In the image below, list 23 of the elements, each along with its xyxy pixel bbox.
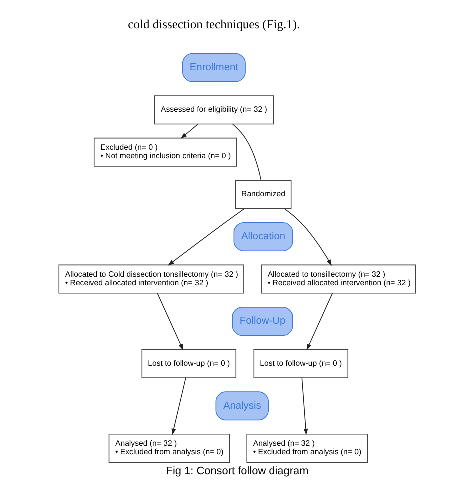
arrow — [171, 378, 186, 436]
caption: Fig 1: Consort follow diagram — [166, 465, 308, 478]
node-box: Analysed (n= 32 ) • Excluded from analysis (n= 0) — [246, 434, 368, 463]
label: cold dissection techniques (Fig.1). — [128, 18, 300, 32]
node-box: Follow-Up — [232, 307, 293, 336]
arrow — [156, 293, 183, 351]
node-box: Allocated to Cold dissection tonsillectomy (n= 32 ) • Received allocated intervention (n= 32 ) — [58, 264, 244, 294]
node-box: Excluded (n= 0 ) • Not meeting inclusion criteria (n= 0 ) — [93, 138, 237, 167]
node-box: Enrollment — [182, 53, 246, 82]
arrow — [306, 293, 333, 351]
node-box: Allocated to tonsillectomy (n= 32 ) • Received allocated intervention (n= 32 ) — [260, 264, 416, 294]
node-box: Allocation — [233, 222, 293, 252]
arrow — [284, 208, 332, 266]
connector — [232, 124, 262, 181]
node-box: Randomized — [234, 180, 292, 210]
node-box: Analysed (n= 32 ) • Excluded from analysis (n= 0) — [108, 434, 230, 463]
node-box: Analysis — [215, 392, 269, 421]
node-box: Assessed for eligibility (n= 32 ) — [154, 96, 274, 125]
arrow — [301, 378, 308, 436]
arrow — [168, 208, 244, 266]
arrow — [180, 124, 198, 139]
node-box: Lost to follow-up (n= 0 ) — [253, 349, 348, 378]
node-box: Lost to follow-up (n= 0 ) — [141, 349, 236, 378]
